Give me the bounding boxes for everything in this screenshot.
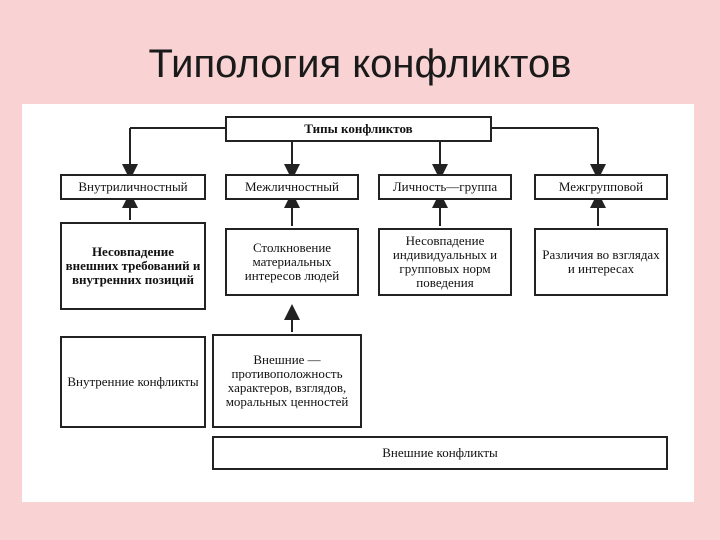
cause-box-interpersonal: Столкновение материальных интересов люде… [225, 228, 359, 296]
cause-box-intrapersonal: Несовпадение внешних требований и внутре… [60, 222, 206, 310]
cause-box-intergroup: Различия во взглядах и интересах [534, 228, 668, 296]
type-box-personal-group: Личность—группа [378, 174, 512, 200]
external-cause-box: Внешние — противоположность характеров, … [212, 334, 362, 428]
connector-lines [122, 127, 606, 332]
external-conflicts-box: Внешние конфликты [212, 436, 668, 470]
internal-conflicts-box: Внутренние конфликты [60, 336, 206, 428]
cause-box-personal-group: Несовпадение индивидуальных и групповых … [378, 228, 512, 296]
type-box-interpersonal: Межличностный [225, 174, 359, 200]
diagram-panel: Типы конфликтов Внутриличностный Межличн… [22, 104, 694, 502]
root-box: Типы конфликтов [225, 116, 492, 142]
type-box-intrapersonal: Внутриличностный [60, 174, 206, 200]
type-box-intergroup: Межгрупповой [534, 174, 668, 200]
slide-title: Типология конфликтов [148, 42, 572, 86]
